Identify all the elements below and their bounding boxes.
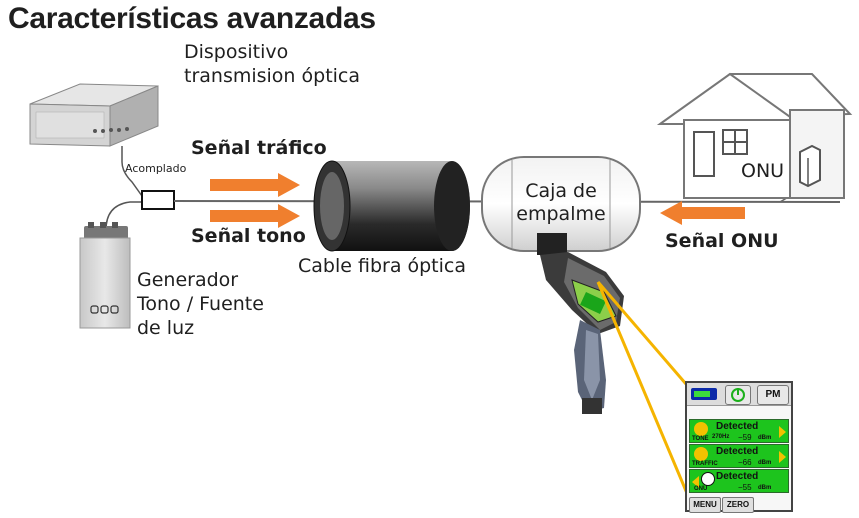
onu-row[interactable]: Detected ONU −55 dBm (689, 469, 789, 493)
callout-lines (596, 281, 696, 511)
screen-top-bar: PM (687, 383, 791, 406)
onu-icon (701, 472, 715, 486)
handheld-meter-icon (537, 233, 624, 414)
tone-row[interactable]: Detected TONE 270Hz −59 dBm (689, 419, 789, 443)
traffic-value: −66 (738, 458, 752, 467)
traffic-signal-label: Señal tráfico (191, 137, 327, 159)
traffic-icon (694, 447, 708, 461)
transmitter-device-icon (29, 83, 159, 147)
traffic-status: Detected (716, 446, 759, 457)
page-title: Características avanzadas (8, 2, 376, 35)
pm-button[interactable]: PM (757, 385, 789, 405)
splice-box-label: Caja de empalme (500, 180, 622, 226)
traffic-type: TRAFFIC (692, 461, 718, 467)
menu-button[interactable]: MENU (689, 497, 721, 513)
generator-label-line: Generador (137, 269, 239, 291)
traffic-next-icon (779, 451, 786, 463)
generator-label-line: de luz (137, 317, 195, 339)
transmitter-label-line: transmision óptica (184, 65, 361, 87)
onu-type: ONU (694, 486, 708, 492)
onu-label: ONU (741, 160, 785, 182)
onu-device-icon (799, 144, 821, 188)
tone-value: −59 (738, 433, 752, 442)
zero-button[interactable]: ZERO (722, 497, 754, 513)
tone-status: Detected (716, 421, 759, 432)
onu-status: Detected (716, 471, 759, 482)
onu-signal-label: Señal ONU (665, 230, 779, 252)
coupler-label: Acomplado (125, 162, 187, 175)
house-icon (656, 72, 853, 199)
onu-value: −55 (738, 483, 752, 492)
coupler-icon (141, 190, 175, 210)
splice-box-label-line: empalme (516, 203, 606, 225)
tone-next-icon (779, 426, 786, 438)
battery-icon (691, 388, 717, 400)
meter-screen: PM Detected TONE 270Hz −59 dBm Detected … (685, 381, 793, 513)
tone-freq: 270Hz (712, 434, 730, 440)
generator-label: Generador Tono / Fuente de luz (137, 268, 264, 340)
generator-device-icon (79, 222, 131, 329)
transmitter-label-line: Dispositivo (184, 41, 289, 63)
fiber-cable-icon (313, 160, 470, 252)
traffic-row[interactable]: Detected TRAFFIC −66 dBm (689, 444, 789, 468)
generator-label-line: Tono / Fuente (137, 293, 264, 315)
traffic-unit: dBm (758, 460, 772, 466)
signal-arrows (210, 173, 745, 228)
splice-box-label-line: Caja de (525, 180, 597, 202)
tone-signal-label: Señal tono (191, 225, 306, 247)
transmitter-label: Dispositivo transmision óptica (184, 40, 360, 88)
onu-prev-icon (692, 476, 699, 488)
tone-unit: dBm (758, 435, 772, 441)
tone-icon (694, 422, 708, 436)
tone-type: TONE (692, 436, 709, 442)
fiber-cable-label: Cable fibra óptica (298, 255, 467, 277)
onu-unit: dBm (758, 485, 772, 491)
power-icon[interactable] (725, 385, 751, 405)
